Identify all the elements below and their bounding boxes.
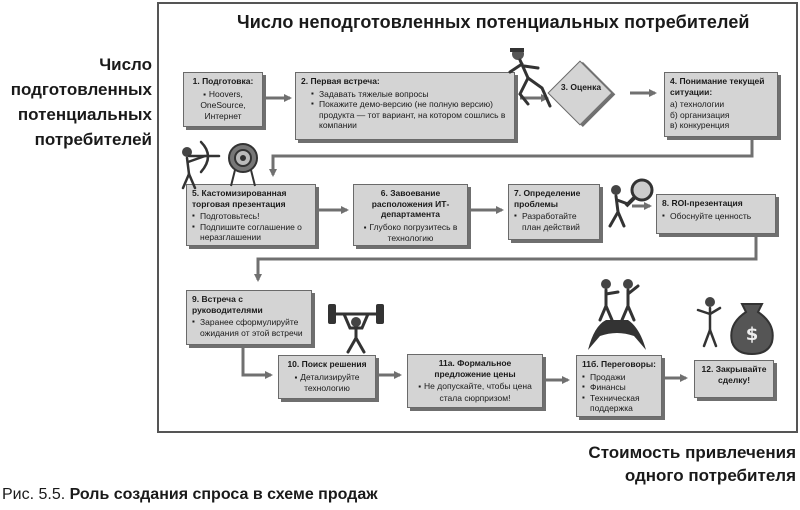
step-9-box: 9. Встреча с руководителями Заранее сфор… <box>186 290 312 345</box>
step-5-box: 5. Кастомизированная торговая презентаци… <box>186 184 316 246</box>
step-6-item: Глубоко погрузитесь в технологию <box>359 222 462 244</box>
step-5-list: Подготовьтесь! Подпишите соглашение о не… <box>192 211 310 243</box>
step-10-box: 10. Поиск решения Детализируйте технолог… <box>278 355 376 399</box>
step-2-list: Задавать тяжелые вопросы Покажите демо-в… <box>301 89 509 131</box>
step-2-item: Покажите демо-версию (не полную версию) … <box>311 99 509 131</box>
bottom-title-line: Стоимость привлечения <box>588 443 796 462</box>
step-7-list: Разработайте план действий <box>514 211 594 232</box>
step-11a-item: Не допускайте, чтобы цена стала сюрпризо… <box>413 381 537 403</box>
step-8-list: Обоснуйте ценность <box>662 211 770 222</box>
step-11b-title: 11б. Переговоры: <box>582 359 656 369</box>
mountain-climbers-icon <box>588 279 646 350</box>
arrow-9-10 <box>241 345 273 379</box>
left-title-line: Число <box>99 55 152 74</box>
arrow-4-5 <box>269 140 754 177</box>
step-1-box: 1. Подготовка: Hoovers, OneSource, Интер… <box>183 72 263 127</box>
step-4-line: в) конкуренция <box>670 120 730 130</box>
step-7-item: Разработайте план действий <box>514 211 594 232</box>
arrow-8-9 <box>254 236 758 282</box>
step-6-box: 6. Завоевание расположения ИТ-департамен… <box>353 184 468 246</box>
step-10-item: Детализируйте технологию <box>284 372 370 394</box>
left-title-line: потенциальных <box>17 105 152 124</box>
step-11b-item: Продажи <box>582 372 656 383</box>
step-4-list: а) технологии б) организация в) конкурен… <box>670 99 772 131</box>
step-11b-box: 11б. Переговоры: Продажи Финансы Техниче… <box>576 355 662 417</box>
step-4-line: а) технологии <box>670 99 725 109</box>
weightlifter-icon <box>328 304 384 354</box>
step-8-title: 8. ROI-презентация <box>662 198 743 208</box>
step-4-box: 4. Понимание текущей ситуации: а) технол… <box>664 72 778 137</box>
caption-prefix: Рис. 5.5. <box>2 486 66 503</box>
step-1-title: 1. Подготовка: <box>192 76 254 86</box>
step-4-title: 4. Понимание текущей ситуации: <box>670 76 765 97</box>
step-11a-box: 11а. Формальное предложение цены Не допу… <box>407 354 543 408</box>
step-5-item: Подпишите соглашение о неразглашении <box>192 222 310 243</box>
step-9-list: Заранее сформулируйте ожидания от этой в… <box>192 317 306 338</box>
step-5-item: Подготовьтесь! <box>192 211 310 222</box>
walking-man-icon <box>508 48 552 108</box>
left-title-line: потребителей <box>34 130 152 149</box>
step-9-title: 9. Встреча с руководителями <box>192 294 263 315</box>
step-8-item: Обоснуйте ценность <box>662 211 770 222</box>
step-9-item: Заранее сформулируйте ожидания от этой в… <box>192 317 306 338</box>
step-3-label: 3. Оценка <box>560 82 602 92</box>
step-2-title: 2. Первая встреча: <box>301 76 380 86</box>
step-11b-item: Финансы <box>582 382 656 393</box>
step-8-box: 8. ROI-презентация Обоснуйте ценность <box>656 194 776 234</box>
magnifier-man-icon <box>608 178 654 228</box>
step-12-box: 12. Закрывайте сделку! <box>694 360 774 398</box>
step-12-title: 12. Закрывайте сделку! <box>701 364 767 385</box>
money-bag-man-icon: $ <box>696 297 774 356</box>
step-2-box: 2. Первая встреча: Задавать тяжелые вопр… <box>295 72 515 140</box>
step-7-title: 7. Определение проблемы <box>514 188 581 209</box>
step-6-list: Глубоко погрузитесь в технологию <box>359 222 462 244</box>
step-1-item: Hoovers, OneSource, Интернет <box>189 89 257 122</box>
step-1-list: Hoovers, OneSource, Интернет <box>189 89 257 122</box>
top-title: Число неподготовленных потенциальных пот… <box>237 12 750 32</box>
left-title: Число подготовленных потенциальных потре… <box>2 52 152 152</box>
svg-text:$: $ <box>746 324 759 345</box>
left-title-line: подготовленных <box>10 80 152 99</box>
caption-text: Роль создания спроса в схеме продаж <box>69 486 378 503</box>
bottom-title-line: одного потребителя <box>624 466 796 485</box>
step-11b-list: Продажи Финансы Техническая поддержка <box>582 372 656 414</box>
step-5-title: 5. Кастомизированная торговая презентаци… <box>192 188 287 209</box>
step-7-box: 7. Определение проблемы Разработайте пла… <box>508 184 600 240</box>
step-11a-title: 11а. Формальное предложение цены <box>434 358 516 379</box>
step-10-title: 10. Поиск решения <box>287 359 367 369</box>
step-11b-item: Техническая поддержка <box>582 393 656 414</box>
step-10-list: Детализируйте технологию <box>284 372 370 394</box>
archer-target-icon <box>181 140 258 190</box>
bottom-title: Стоимость привлечения одного потребителя <box>560 441 796 487</box>
step-6-title: 6. Завоевание расположения ИТ-департамен… <box>371 188 450 219</box>
step-11a-list: Не допускайте, чтобы цена стала сюрпризо… <box>413 381 537 403</box>
figure-caption: Рис. 5.5. Роль создания спроса в схеме п… <box>2 486 378 504</box>
step-2-item: Задавать тяжелые вопросы <box>311 89 509 100</box>
step-4-line: б) организация <box>670 109 730 120</box>
